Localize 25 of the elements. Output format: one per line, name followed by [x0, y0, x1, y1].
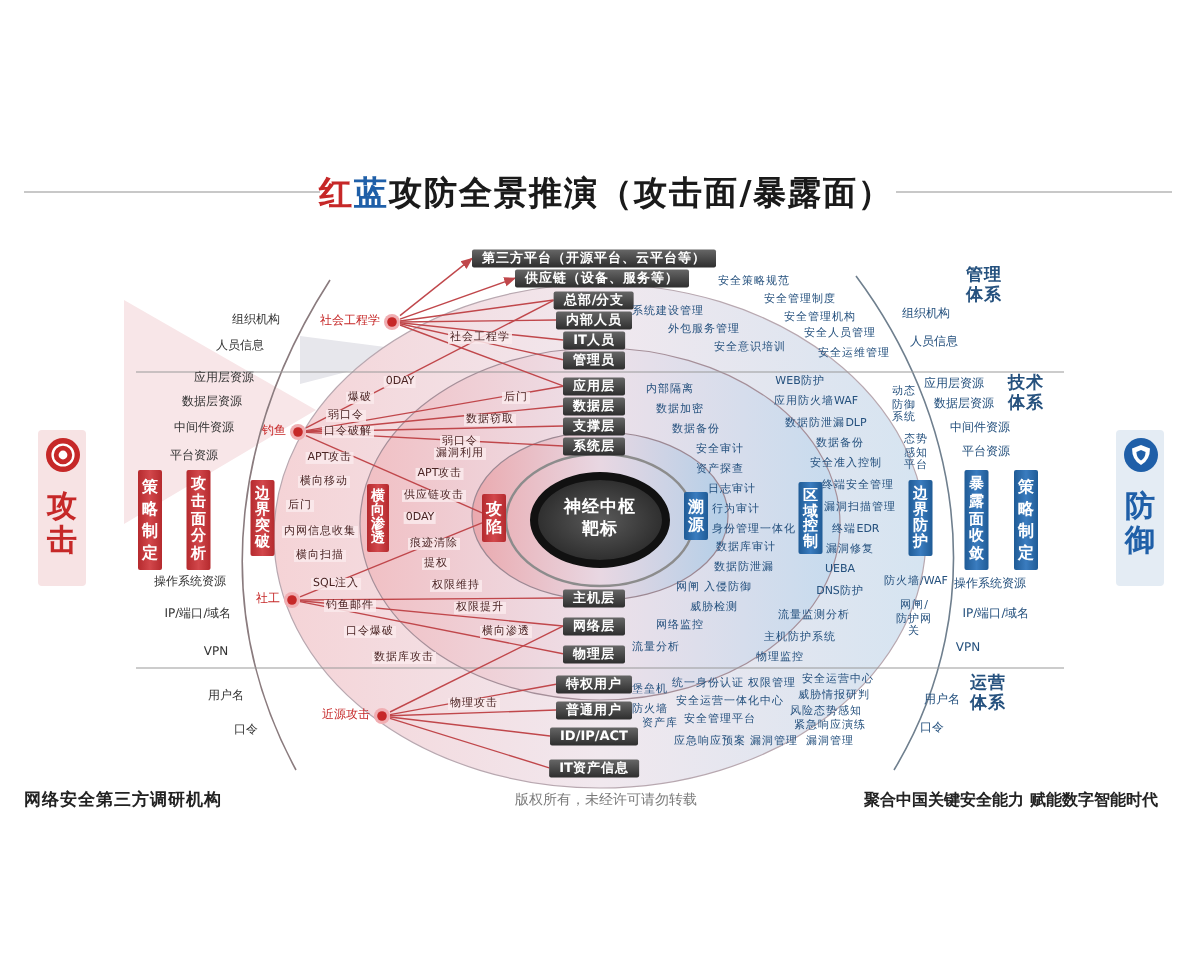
- arrow: [399, 277, 517, 320]
- connector-line: [389, 709, 557, 717]
- connector-line: [389, 716, 551, 737]
- arrow: [399, 257, 473, 317]
- footer-text: 网络安全第三方调研机构: [24, 792, 222, 812]
- section-heading: 技术体系: [1005, 373, 1046, 415]
- section-heading: 运营体系: [968, 673, 1008, 715]
- connector-line: [389, 625, 564, 713]
- section-heading: 管理体系: [964, 265, 1004, 307]
- title: 红蓝攻防全景推演（攻击面/暴露面）: [319, 175, 893, 213]
- connector-line: [399, 324, 564, 387]
- connector-line: [305, 385, 564, 432]
- connector-line: [399, 299, 555, 322]
- connector-line: [399, 319, 557, 323]
- stage-box: 溯源: [684, 492, 708, 540]
- side-label: 攻击: [46, 490, 78, 559]
- stage-box: 策略制定: [138, 470, 162, 570]
- side-panel: [1116, 430, 1164, 586]
- connector-line: [299, 600, 564, 655]
- footer-text: 聚合中国关键安全能力 赋能数字智能时代: [864, 793, 1158, 811]
- side-label: 防御: [1124, 490, 1156, 559]
- stage-box: 攻陷: [482, 494, 506, 542]
- side-panel: [38, 430, 86, 586]
- connector-line: [389, 717, 550, 769]
- stage-box: 策略制定: [1014, 470, 1038, 570]
